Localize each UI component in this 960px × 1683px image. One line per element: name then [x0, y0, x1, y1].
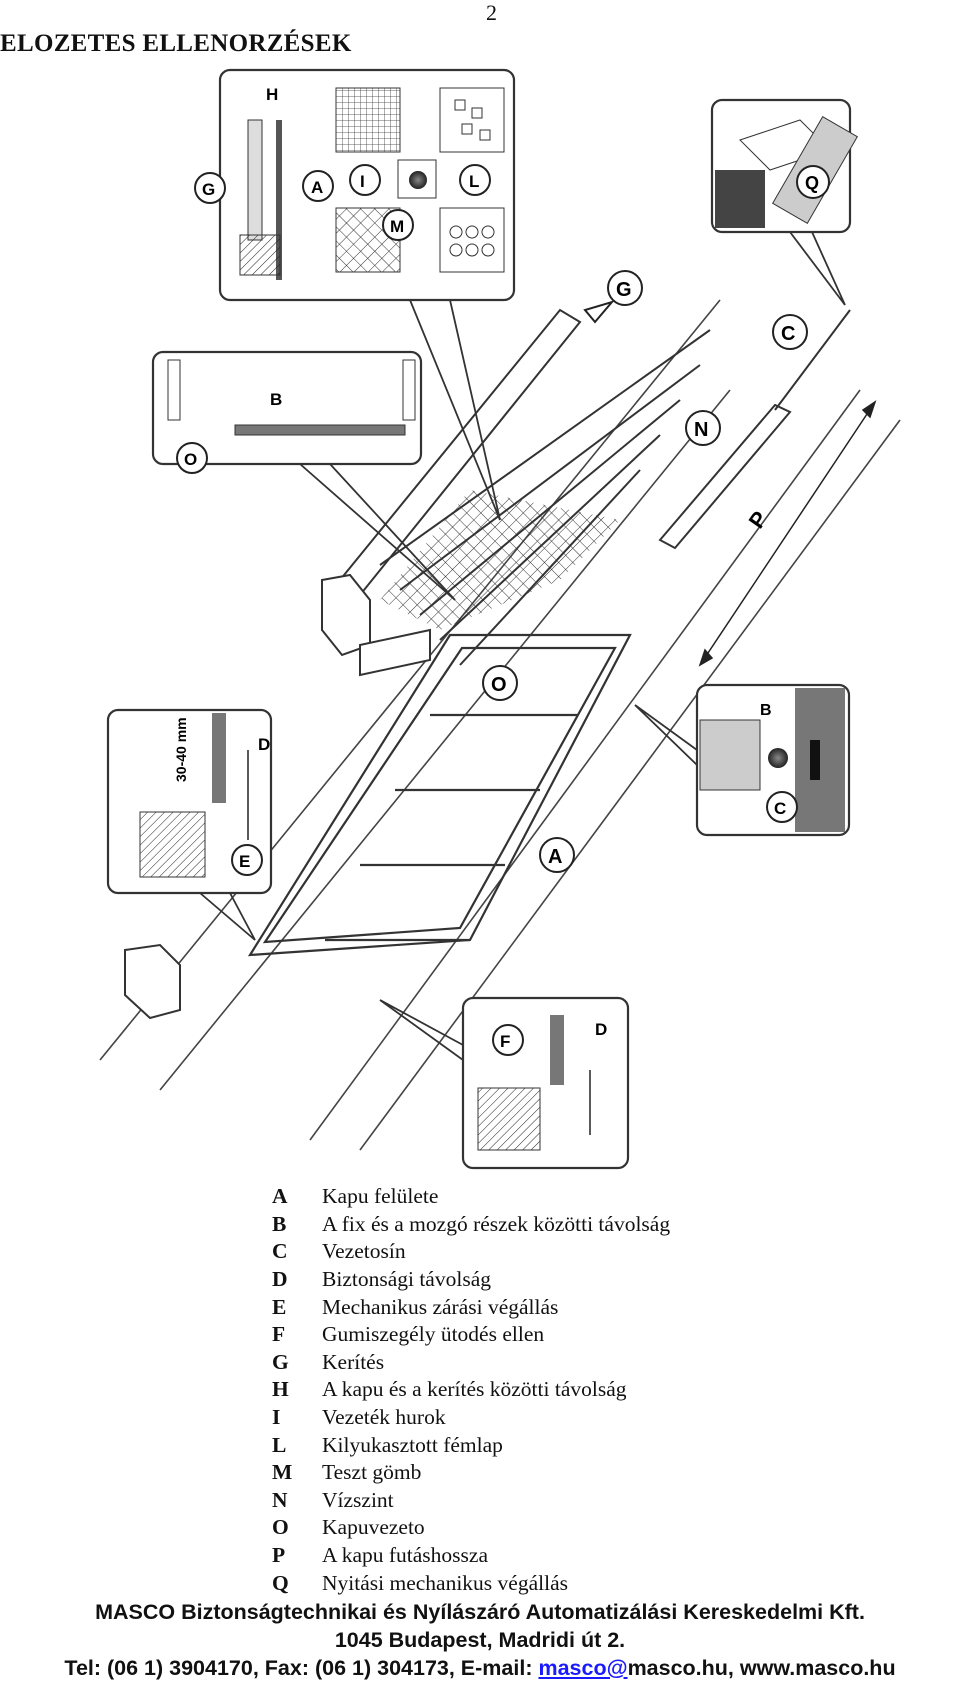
callout-letter-e: E	[239, 852, 250, 871]
arrow-a-gate	[539, 837, 575, 873]
legend-key: L	[272, 1432, 287, 1457]
detail-pointer	[789, 231, 846, 306]
legend-text: Kilyukasztott fémlap	[322, 1432, 503, 1457]
measurement-30-40mm: 30-40 mm	[173, 717, 189, 782]
legend-key: I	[272, 1405, 281, 1430]
legend-row: O Kapuvezeto	[272, 1514, 832, 1542]
arrow-n-level	[685, 410, 721, 446]
legend-key: Q	[272, 1570, 289, 1595]
legend-text: Teszt gömb	[322, 1460, 422, 1485]
detail-pointer	[634, 704, 698, 766]
legend-key: B	[272, 1211, 287, 1236]
legend-text: A fix és a mozgó részek közötti távolság	[322, 1211, 671, 1236]
gate-diagram: P G C N O A H G A I M L	[99, 68, 901, 1170]
detail-pointer	[379, 999, 464, 1061]
legend-text: A kapu és a kerítés közötti távolság	[322, 1377, 627, 1402]
detail-box-close-stop	[106, 708, 273, 895]
legend-key: G	[272, 1349, 289, 1374]
legend-key: D	[272, 1267, 288, 1292]
callout-letter-b-detail: B	[270, 390, 282, 409]
legend-row: I Vezeték hurok	[272, 1404, 832, 1432]
callout-letter-d-left: D	[258, 735, 270, 754]
footer-address: 1045 Budapest, Madridi út 2.	[334, 1628, 626, 1652]
callout-letter-o-guide: O	[491, 674, 507, 696]
legend-row: N Vízszint	[272, 1487, 832, 1515]
legend-key: H	[272, 1377, 289, 1402]
legend-row: G Kerítés	[272, 1349, 832, 1377]
legend-key: P	[272, 1543, 286, 1568]
legend-row: L Kilyukasztott fémlap	[272, 1431, 832, 1459]
legend-key: C	[272, 1239, 288, 1264]
callout-letter-q: Q	[805, 173, 819, 193]
page-title: ELOZETES ELLENORZÉSEK	[0, 30, 352, 57]
callout-letter-p: P	[744, 506, 773, 532]
legend-key: N	[272, 1487, 288, 1512]
legend-text: Vízszint	[322, 1487, 394, 1512]
legend-row: B A fix és a mozgó részek közötti távolsá…	[272, 1211, 832, 1239]
gate-pillars	[124, 573, 431, 1020]
page-number: 2	[486, 0, 497, 25]
legend-row: A Kapu felülete	[272, 1183, 832, 1211]
callout-letter-n: N	[694, 419, 708, 441]
arrow-g-main	[583, 270, 643, 324]
footer-contact-suffix: masco.hu, www.masco.hu	[627, 1656, 896, 1680]
callout-letter-l: L	[469, 172, 479, 191]
detail-box-open-stop	[710, 98, 859, 234]
fence-mesh	[380, 490, 620, 630]
footer-contact: Tel: (06 1) 3904170, Fax: (06 1) 304173,…	[0, 1656, 960, 1681]
callout-letter-a-gate: A	[548, 846, 562, 868]
legend-key: O	[272, 1515, 289, 1540]
sliding-gate	[247, 633, 632, 957]
callout-letter-o-detail: O	[184, 450, 197, 469]
detail-pointer	[409, 299, 501, 521]
callout-letter-d-bottom: D	[595, 1020, 607, 1039]
travel-length-dimension	[698, 400, 877, 667]
callout-letter-g-main: G	[616, 279, 632, 301]
legend-key: M	[272, 1460, 293, 1485]
legend-row: M Teszt gömb	[272, 1459, 832, 1487]
legend-text: Mechanikus zárási végállás	[322, 1294, 559, 1319]
callout-letter-c-rail: C	[781, 323, 795, 345]
legend: A Kapu felülete B A fix és a mozgó részek …	[272, 1183, 832, 1597]
legend-text: Kapu felülete	[322, 1184, 439, 1209]
legend-key: E	[272, 1294, 287, 1319]
legend-row: Q Nyitási mechanikus végállás	[272, 1569, 832, 1597]
callout-letter-b-rail: B	[760, 702, 772, 719]
legend-row: P A kapu futáshossza	[272, 1542, 832, 1570]
legend-key: A	[272, 1184, 288, 1209]
legend-text: Biztonsági távolság	[322, 1267, 491, 1292]
detail-pointer	[299, 463, 456, 601]
fence	[338, 308, 711, 666]
legend-text: Vezeték hurok	[322, 1405, 446, 1430]
guide-rail	[658, 309, 851, 550]
legend-row: H A kapu és a kerítés közötti távolság	[272, 1376, 832, 1404]
arrow-c-rail	[772, 314, 808, 350]
legend-text: Vezetosín	[322, 1239, 406, 1264]
detail-pointer	[199, 892, 256, 941]
legend-text: A kapu futáshossza	[322, 1543, 488, 1568]
legend-row: D Biztonsági távolság	[272, 1266, 832, 1294]
arrow-o-guide	[482, 665, 518, 701]
callout-letter-f: F	[500, 1032, 510, 1051]
legend-row: E Mechanikus zárási végállás	[272, 1293, 832, 1321]
legend-key: F	[272, 1322, 286, 1347]
detail-box-guide-gap	[151, 350, 423, 466]
legend-text: Kapuvezeto	[322, 1515, 425, 1540]
callout-letter-m: M	[390, 217, 404, 236]
callout-letter-g-detail: G	[202, 180, 215, 199]
callout-letter-c-detail: C	[774, 799, 786, 818]
callout-letter-i: I	[360, 172, 365, 191]
legend-row: C Vezetosín	[272, 1238, 832, 1266]
footer-company: MASCO Biztonságtechnikai és Nyílászáró A…	[95, 1600, 865, 1624]
callout-letter-h: H	[266, 85, 278, 104]
callout-letter-a-detail: A	[311, 178, 323, 197]
email-link[interactable]: masco@	[538, 1656, 628, 1680]
detail-box-rail-gap	[695, 683, 851, 837]
legend-text: Nyitási mechanikus végállás	[322, 1570, 568, 1595]
legend-row: F Gumiszegély ütodés ellen	[272, 1321, 832, 1349]
legend-text: Gumiszegély ütodés ellen	[322, 1322, 545, 1347]
legend-text: Kerítés	[322, 1349, 385, 1374]
footer-contact-prefix: Tel: (06 1) 3904170, Fax: (06 1) 304173,…	[64, 1656, 539, 1680]
